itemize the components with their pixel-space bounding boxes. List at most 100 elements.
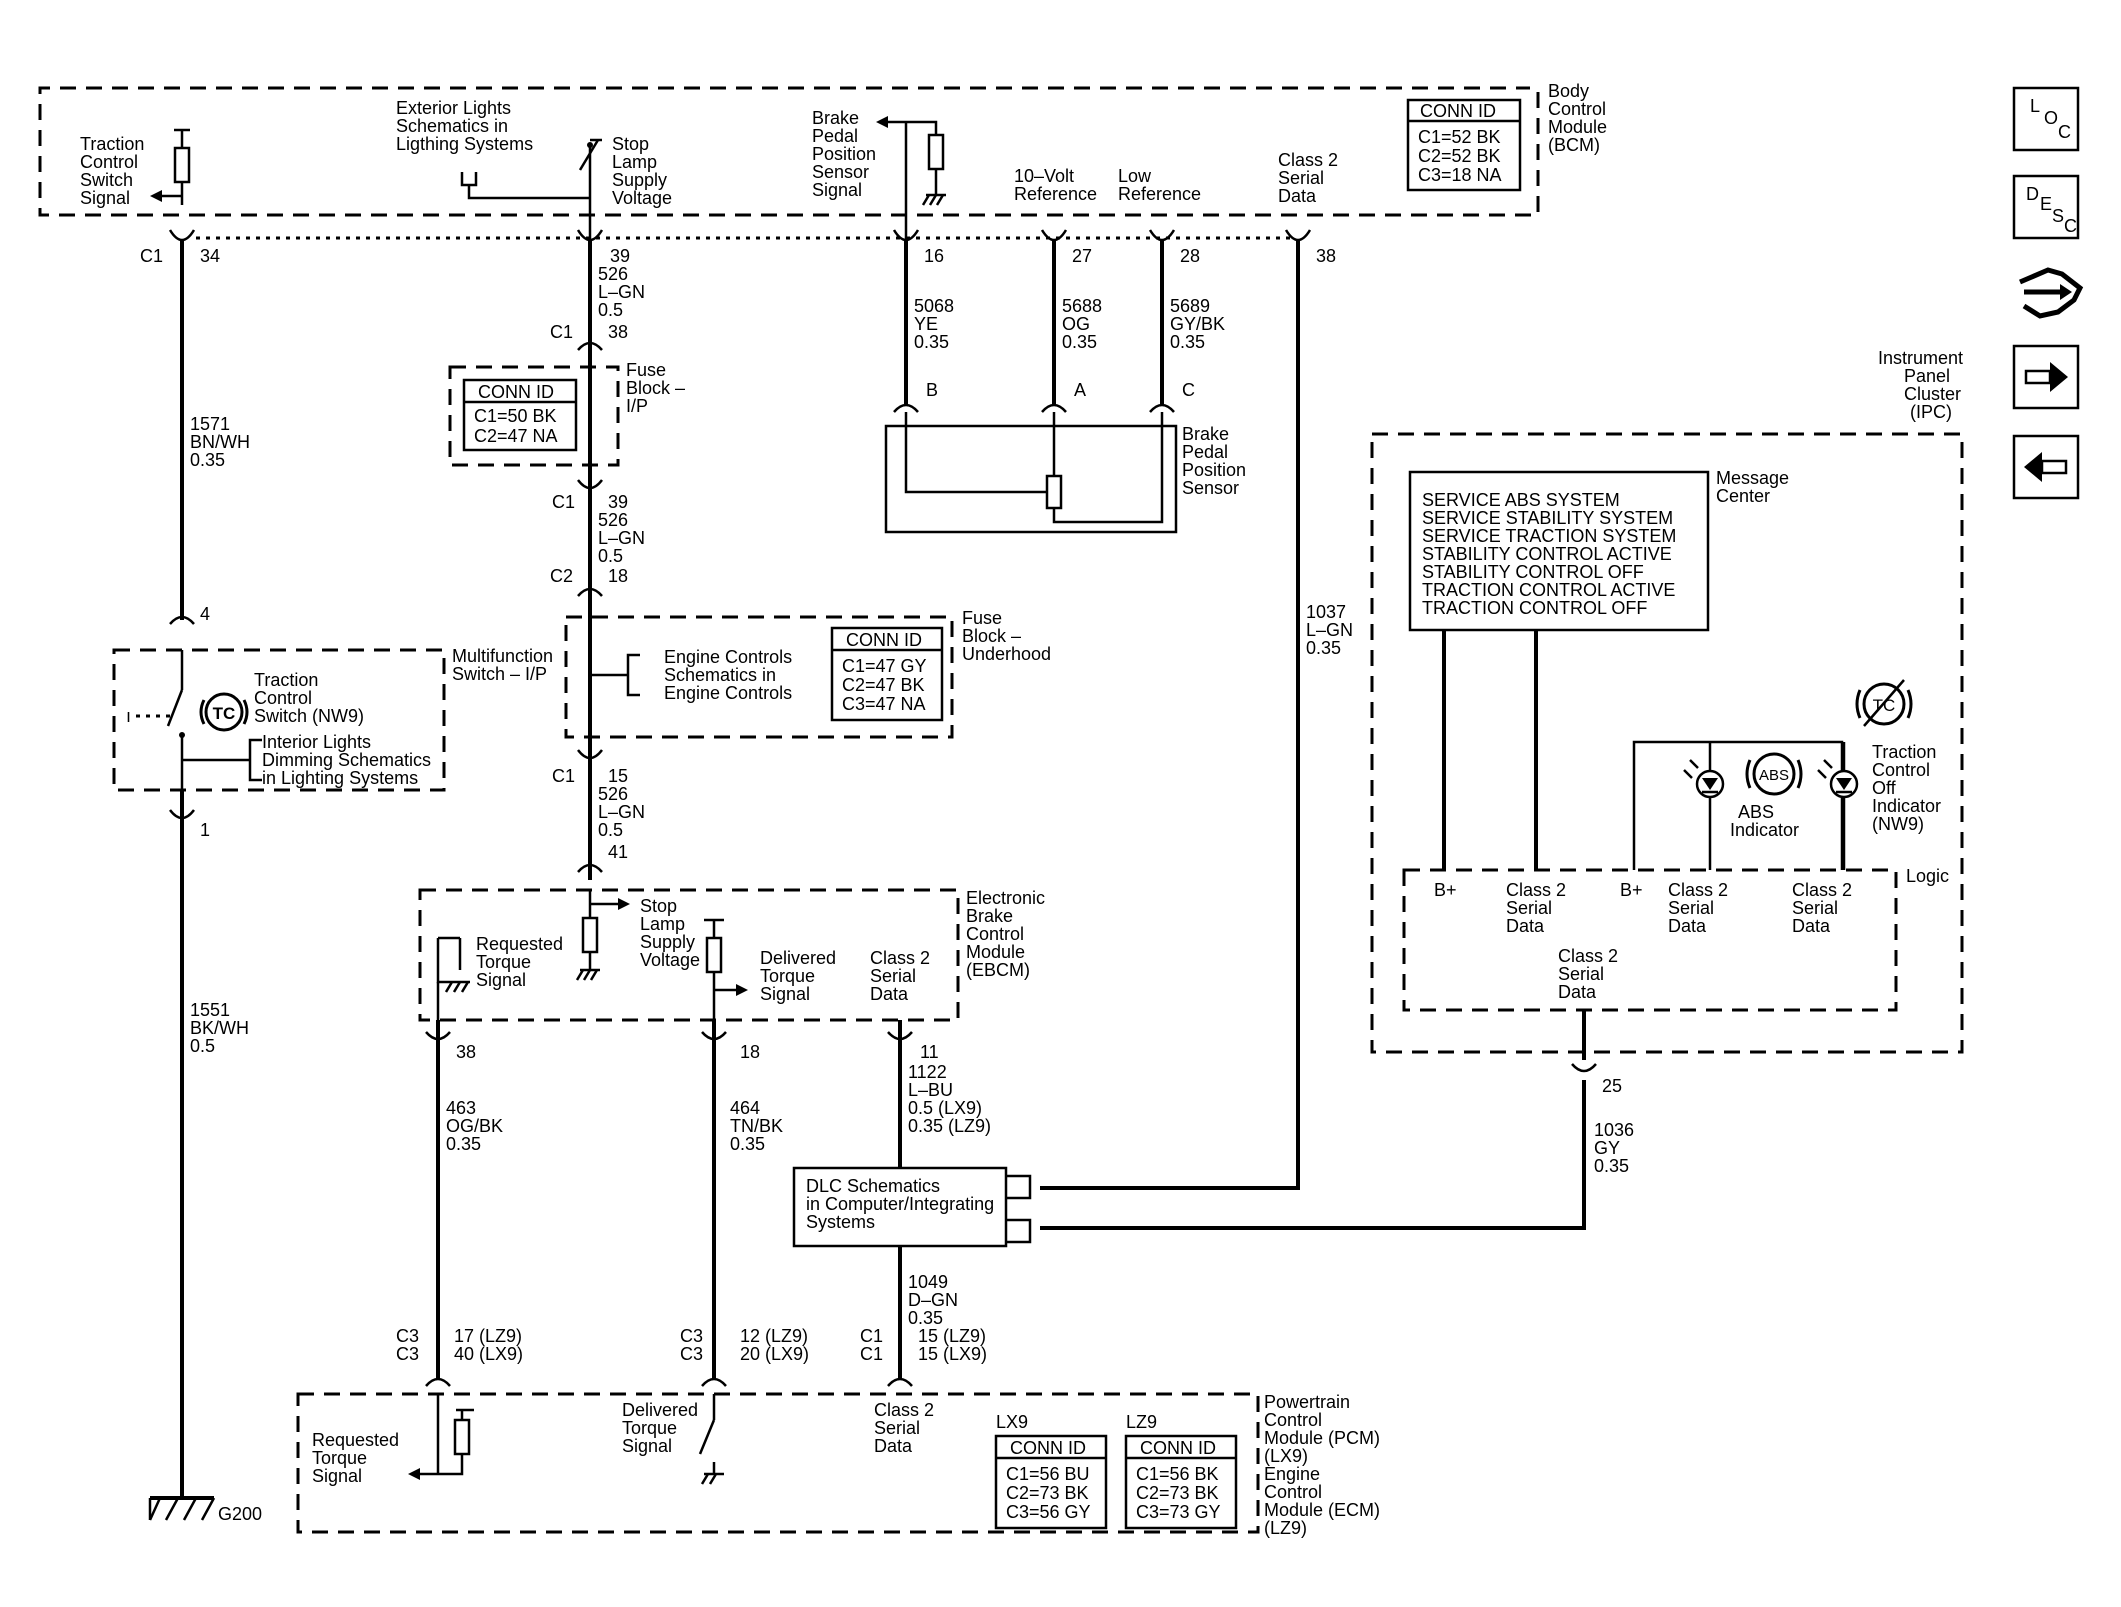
svg-text:C1=56 BU: C1=56 BU [1006, 1464, 1090, 1484]
svg-text:Module (ECM): Module (ECM) [1264, 1500, 1380, 1520]
svg-text:C2: C2 [550, 566, 573, 586]
svg-text:Module (PCM): Module (PCM) [1264, 1428, 1380, 1448]
svg-text:Module: Module [1548, 117, 1607, 137]
ground-g200: G200 [148, 1496, 262, 1524]
svg-text:Serial: Serial [1668, 898, 1714, 918]
svg-text:C1=56 BK: C1=56 BK [1136, 1464, 1219, 1484]
svg-text:28: 28 [1180, 246, 1200, 266]
svg-text:12 (LZ9): 12 (LZ9) [740, 1326, 808, 1346]
svg-text:526: 526 [598, 264, 628, 284]
svg-text:L–GN: L–GN [598, 802, 645, 822]
svg-text:Powertrain: Powertrain [1264, 1392, 1350, 1412]
svg-text:STABILITY CONTROL ACTIVE: STABILITY CONTROL ACTIVE [1422, 544, 1672, 564]
svg-text:SERVICE TRACTION SYSTEM: SERVICE TRACTION SYSTEM [1422, 526, 1676, 546]
svg-text:Data: Data [1506, 916, 1545, 936]
nav-forward-button[interactable] [2012, 344, 2080, 410]
svg-text:463: 463 [446, 1098, 476, 1118]
svg-text:Signal: Signal [622, 1436, 672, 1456]
wire-464: 18 464 TN/BK 0.35 C3 C3 12 (LZ9) 20 (LX9… [680, 1020, 809, 1387]
bpp-sensor: Brake Pedal Position Sensor [884, 412, 1246, 534]
ipc-logic: Logic B+ Class 2 Serial Data B+ Class 2 … [1402, 866, 1949, 1012]
svg-text:Brake: Brake [812, 108, 859, 128]
svg-text:17 (LZ9): 17 (LZ9) [454, 1326, 522, 1346]
svg-text:18: 18 [608, 566, 628, 586]
svg-text:TRACTION CONTROL OFF: TRACTION CONTROL OFF [1422, 598, 1647, 618]
svg-text:OG/BK: OG/BK [446, 1116, 503, 1136]
svg-text:Multifunction: Multifunction [452, 646, 553, 666]
dlc-schematics-box: DLC Schematics in Computer/Integrating S… [792, 1166, 1032, 1248]
svg-text:5689: 5689 [1170, 296, 1210, 316]
svg-text:38: 38 [608, 322, 628, 342]
svg-text:Control: Control [1264, 1410, 1322, 1430]
svg-text:C3: C3 [680, 1344, 703, 1364]
svg-text:Delivered: Delivered [622, 1400, 698, 1420]
svg-text:TRACTION CONTROL ACTIVE: TRACTION CONTROL ACTIVE [1422, 580, 1675, 600]
svg-text:Requested: Requested [476, 934, 563, 954]
svg-text:CONN ID: CONN ID [1420, 101, 1496, 121]
svg-text:CONN ID: CONN ID [478, 382, 554, 402]
svg-text:0.35: 0.35 [1170, 332, 1205, 352]
svg-text:ABS: ABS [1759, 767, 1789, 784]
nav-location-button[interactable]: L O C [2012, 86, 2080, 152]
svg-text:Signal: Signal [760, 984, 810, 1004]
svg-text:Control: Control [966, 924, 1024, 944]
svg-text:Serial: Serial [1558, 964, 1604, 984]
svg-text:SERVICE STABILITY SYSTEM: SERVICE STABILITY SYSTEM [1422, 508, 1673, 528]
svg-text:Sensor: Sensor [812, 162, 869, 182]
svg-text:Control: Control [80, 152, 138, 172]
tc-off-indicator-led [1817, 759, 1859, 799]
nav-description-button[interactable]: D E S C [2012, 174, 2080, 240]
svg-text:Fuse: Fuse [626, 360, 666, 380]
svg-text:0.35 (LZ9): 0.35 (LZ9) [908, 1116, 991, 1136]
svg-text:Ligthing Systems: Ligthing Systems [396, 134, 533, 154]
svg-text:C: C [2064, 216, 2077, 236]
svg-text:Control: Control [1264, 1482, 1322, 1502]
svg-text:Interior Lights: Interior Lights [262, 732, 371, 752]
svg-text:C2=52 BK: C2=52 BK [1418, 146, 1501, 166]
svg-text:Serial: Serial [1792, 898, 1838, 918]
svg-text:Block –: Block – [626, 378, 685, 398]
svg-text:Switch: Switch [80, 170, 133, 190]
bpp-sensor-wires: 5068 YE 0.35 5688 OG 0.35 5689 GY/BK 0.3… [893, 240, 1225, 413]
svg-text:Serial: Serial [1506, 898, 1552, 918]
bcm-module: Body Control Module (BCM) CONN ID C1=52 … [38, 81, 1607, 240]
svg-text:C3=56 GY: C3=56 GY [1006, 1502, 1091, 1522]
svg-text:S: S [2052, 206, 2064, 226]
svg-text:Torque: Torque [622, 1418, 677, 1438]
abs-indicator-led [1683, 759, 1725, 799]
wire-1049: 1049 D–GN 0.35 C1 C1 15 (LZ9) 15 (LX9) [860, 1246, 987, 1387]
svg-text:TC: TC [213, 704, 236, 723]
svg-text:0.35: 0.35 [446, 1134, 481, 1154]
svg-text:B: B [926, 380, 938, 400]
svg-text:GY: GY [1594, 1138, 1620, 1158]
svg-text:DLC Schematics: DLC Schematics [806, 1176, 940, 1196]
harness-icon[interactable] [2019, 267, 2084, 319]
svg-text:A: A [1074, 380, 1086, 400]
svg-text:Off: Off [1872, 778, 1897, 798]
svg-text:0.35: 0.35 [190, 450, 225, 470]
nav-back-button[interactable] [2012, 434, 2080, 500]
svg-text:0.5: 0.5 [190, 1036, 215, 1056]
svg-text:15 (LZ9): 15 (LZ9) [918, 1326, 986, 1346]
wire-1122: 11 1122 L–BU 0.5 (LX9) 0.35 (LZ9) [887, 1020, 991, 1168]
svg-text:Electronic: Electronic [966, 888, 1045, 908]
svg-text:C1=50 BK: C1=50 BK [474, 406, 557, 426]
svg-text:Data: Data [870, 984, 909, 1004]
svg-text:C1: C1 [550, 322, 573, 342]
svg-text:C3: C3 [396, 1326, 419, 1346]
indicator-circuit: ABS ABS Indicator TC Traction Control Of… [1632, 679, 1941, 870]
wire-1036: 25 1036 GY 0.35 [1040, 1010, 1634, 1230]
bcm-conn-id-table: CONN ID C1=52 BK C2=52 BK C3=18 NA [1406, 98, 1522, 192]
svg-text:TN/BK: TN/BK [730, 1116, 783, 1136]
svg-text:(IPC): (IPC) [1910, 402, 1952, 422]
svg-text:Lamp: Lamp [612, 152, 657, 172]
svg-text:CONN ID: CONN ID [1010, 1438, 1086, 1458]
svg-text:Indicator: Indicator [1872, 796, 1941, 816]
svg-text:Logic: Logic [1906, 866, 1949, 886]
svg-text:Position: Position [1182, 460, 1246, 480]
svg-text:0.35: 0.35 [1062, 332, 1097, 352]
svg-text:Pedal: Pedal [1182, 442, 1228, 462]
svg-text:C3: C3 [680, 1326, 703, 1346]
svg-text:0.35: 0.35 [914, 332, 949, 352]
svg-text:OG: OG [1062, 314, 1090, 334]
